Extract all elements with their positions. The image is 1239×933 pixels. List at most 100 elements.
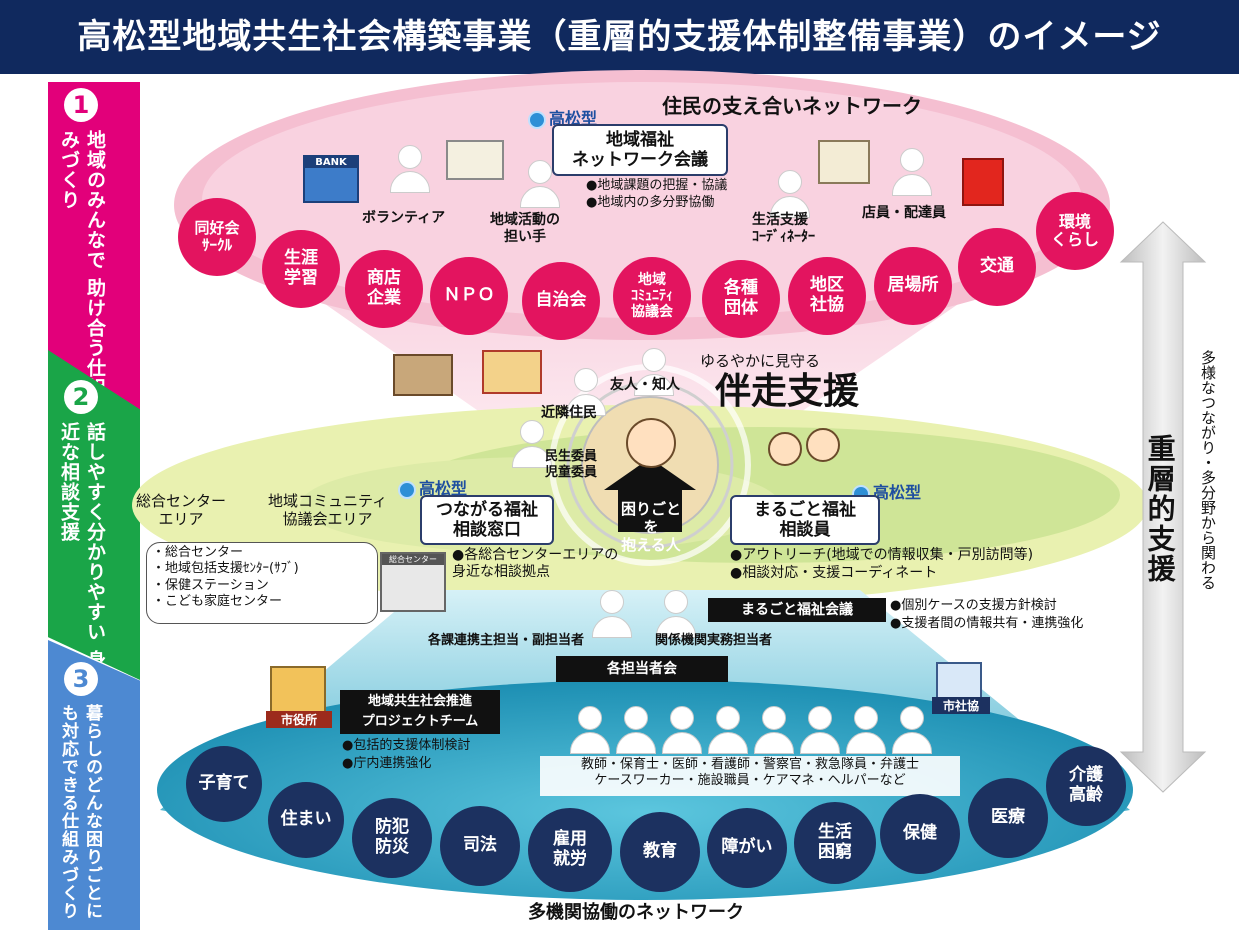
project-note-2: ●庁内連携強化 (342, 756, 432, 771)
top-brand: 高松型 (528, 90, 597, 129)
bottom-circle-health: 保健 (880, 794, 960, 874)
liaison-person-icon (592, 590, 632, 638)
bottom-circle-disability: 障がい (707, 808, 787, 888)
shop-icon (818, 140, 870, 184)
bottom-circle-crime-prevention: 防犯 防災 (352, 798, 432, 878)
top-circle-residents-association: 自治会 (522, 262, 600, 340)
friend-person-icon (634, 348, 674, 396)
general-center-icon: 総合センター (380, 552, 446, 612)
post-office-icon (962, 158, 1004, 206)
strip-1-number: 1 (64, 88, 98, 122)
bottom-circle-poverty: 生活 困窮 (794, 802, 876, 884)
middle-brand-left: 高松型 (398, 460, 467, 499)
agency-person-icon (656, 590, 696, 638)
house-icon (393, 354, 453, 396)
neighbors-label: 近隣住民 (541, 405, 597, 421)
bank-icon: BANK (303, 155, 359, 203)
people-label-clerk: 店員・配達員 (862, 205, 946, 221)
top-bullet-2: ●地域内の多分野協働 (586, 195, 715, 210)
bottom-circle-childcare: 子育て (186, 746, 262, 822)
top-circle-npo: ＮＰＯ (430, 257, 508, 335)
volunteer-person-icon (390, 145, 430, 193)
layered-support-label: 重層的支援 (1143, 434, 1177, 584)
page-title: 高松型地域共生社会構築事業（重層的支援体制整備事業）のイメージ (0, 0, 1239, 74)
top-circle-environment: 環境 くらし (1036, 192, 1114, 270)
welfare-staff-box: まるごと福祉 相談員 (730, 495, 880, 545)
bottom-circle-housing: 住まい (268, 782, 344, 858)
bottom-circle-elderly-care: 介護 高齢 (1046, 746, 1126, 826)
social-council-label: 市社協 (932, 697, 990, 714)
consultation-window-box: つながる福祉 相談窓口 (420, 495, 554, 545)
strip-1: 1 地域のみんなで 助け合う仕組みづくり (48, 82, 140, 412)
meeting-note-1: ●個別ケースの支援方針検討 (890, 598, 1057, 613)
facilities-bubble (146, 542, 378, 624)
city-hall-label: 市役所 (266, 711, 332, 728)
staff-icon-1 (768, 432, 802, 466)
globe-icon (528, 110, 546, 129)
strip-3-text: 暮らしのどんな困りごとに も対応できる仕組みづくり (58, 704, 102, 920)
liaison-left-label: 各課連携主担当・副担当者 (428, 633, 585, 648)
professional-icon (708, 706, 748, 754)
strip-3: 3 暮らしのどんな困りごとに も対応できる仕組みづくり (48, 640, 140, 930)
commissioner-label: 民生委員 児童委員 (545, 449, 598, 480)
bottom-circle-medical: 医療 (968, 778, 1048, 858)
gentle-watch-label: ゆるやかに見守る (700, 352, 821, 370)
bottom-circle-justice: 司法 (440, 806, 520, 886)
welfare-meeting-label: まるごと福祉会議 (708, 598, 886, 622)
professional-icon (846, 706, 886, 754)
people-label-activity: 地域活動の 担い手 (490, 212, 560, 245)
top-circle-club: 同好会 ｻｰｸﾙ (178, 198, 256, 276)
project-team-label: 地域共生社会推進 プロジェクトチーム (340, 690, 500, 734)
area-community-label: 地域コミュニティ 協議会エリア (268, 492, 388, 528)
bank-label: BANK (305, 157, 357, 168)
window-note: ●各総合センターエリアの 身近な相談拠点 (452, 547, 619, 580)
clerk-person-icon (892, 148, 932, 196)
top-heading: 住民の支え合いネットワーク (662, 94, 922, 118)
top-circle-transport: 交通 (958, 228, 1036, 306)
coordinator-person-icon (770, 170, 810, 218)
diverse-connections-label: 多様なつながり・多分野から関わる (1199, 350, 1217, 590)
professions-box (540, 756, 960, 796)
social-council-icon: 市社協 (932, 662, 990, 714)
staff-note-1: ●アウトリーチ(地域での情報収集・戸別訪問等) (730, 547, 1034, 563)
bottom-circle-employment: 雇用 就労 (528, 808, 612, 892)
strip-1-text: 地域のみんなで 助け合う仕組みづくり (58, 130, 106, 398)
professional-icon (662, 706, 702, 754)
top-circle-gathering-place: 居場所 (874, 247, 952, 325)
project-note-1: ●包括的支援体制検討 (342, 738, 471, 753)
meeting-note-2: ●支援者間の情報共有・連携強化 (890, 616, 1084, 631)
top-bullet-1: ●地域課題の把握・協議 (586, 178, 728, 193)
neighbor-person-icon (566, 368, 606, 416)
top-meeting-box: 地域福祉 ネットワーク会議 (552, 124, 728, 176)
community-worker-icon (520, 160, 560, 208)
globe-icon (398, 480, 416, 499)
top-circle-district-council: 地区 社協 (788, 257, 866, 335)
top-circle-commerce: 商店 企業 (345, 250, 423, 328)
top-circle-community-council: 地域 ｺﾐｭﾆﾃｨ 協議会 (613, 257, 691, 335)
professional-icon (800, 706, 840, 754)
strip-2-text: 話しやすく分かりやすい 身近な相談支援 (58, 422, 106, 670)
liaison-right-label: 関係機関実務担当者 (655, 633, 773, 648)
staff-meeting-label: 各担当者会 (556, 656, 728, 682)
general-center-sign: 総合センター (382, 554, 444, 565)
people-label-volunteer: ボランティア (362, 210, 446, 226)
community-center-icon (446, 140, 504, 180)
city-hall-icon: 市役所 (266, 666, 332, 728)
people-label-coordinator: 生活支援 ｺｰﾃﾞｨﾈｰﾀｰ (752, 212, 815, 245)
top-circle-groups: 各種 団体 (702, 260, 780, 338)
facilities-list: ・総合センター ・地域包括支援ｾﾝﾀｰ(ｻﾌﾞ) ・保健ステーション ・こども家… (152, 545, 299, 609)
staff-note-2: ●相談対応・支援コーディネート (730, 565, 938, 581)
commissioner-person-icon (512, 420, 552, 468)
professionals-row (570, 706, 940, 754)
cafe-icon (482, 350, 542, 394)
top-circle-lifelong-learning: 生涯 学習 (262, 230, 340, 308)
professional-icon (754, 706, 794, 754)
friends-label: 友人・知人 (610, 377, 680, 393)
area-general-label: 総合センター エリア (136, 492, 227, 528)
accompany-support-label: 伴走支援 (715, 371, 860, 412)
professions-list: 教師・保育士・医師・看護師・警察官・救急隊員・弁護士 ケースワーカー・施設職員・… (580, 757, 919, 788)
strip-2-number: 2 (64, 380, 98, 414)
professional-icon (616, 706, 656, 754)
strip-2: 2 話しやすく分かりやすい 身近な相談支援 (48, 350, 140, 680)
bottom-heading: 多機関協働のネットワーク (528, 902, 744, 923)
